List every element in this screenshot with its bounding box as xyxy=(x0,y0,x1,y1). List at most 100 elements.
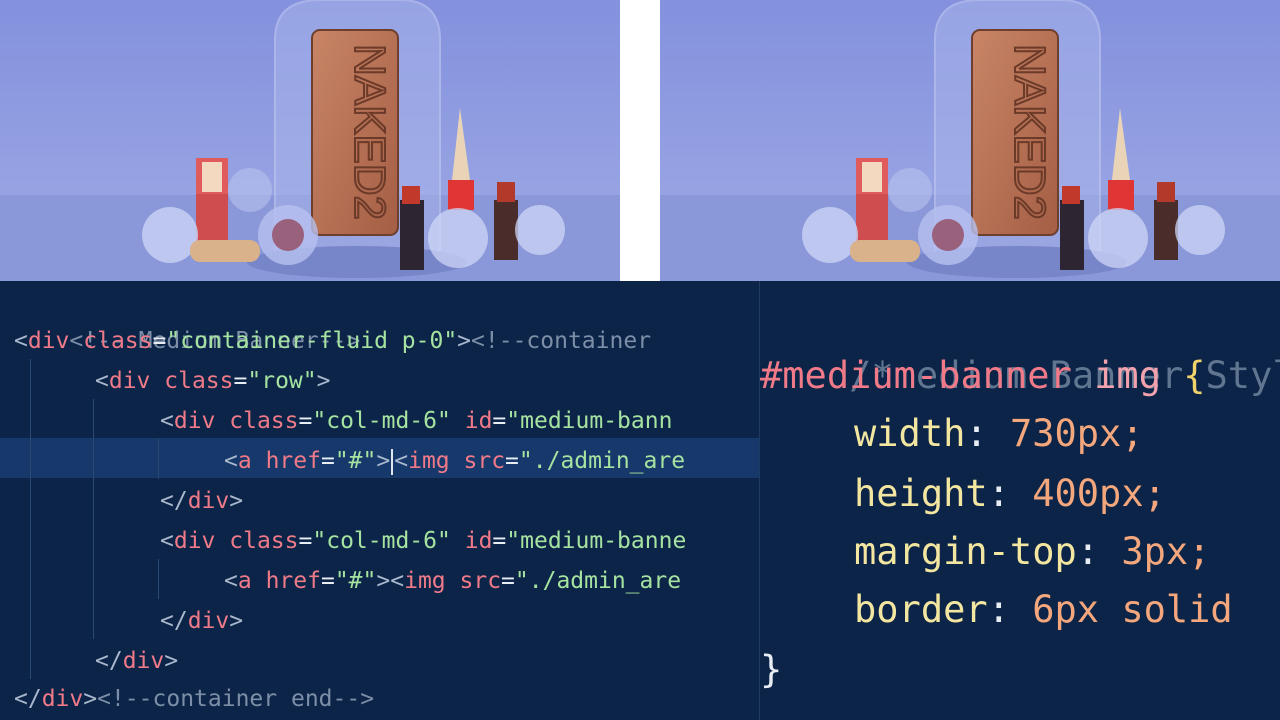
attr-eq: = xyxy=(152,328,167,354)
attr-name: class xyxy=(229,528,299,554)
css-declaration[interactable]: width: 730px; xyxy=(854,412,1144,455)
current-line-highlight xyxy=(0,438,760,478)
attr-name: class xyxy=(164,368,234,394)
css-comment-line[interactable]: /*medium Banner Stylin xyxy=(760,289,1280,397)
attr-name: id xyxy=(464,528,493,554)
indent-guide xyxy=(30,359,31,679)
tag-close: > xyxy=(316,368,331,394)
css-selector-id: #medium-banner xyxy=(760,354,1072,397)
code-line[interactable]: <div class="col-md-6" id="medium-banne xyxy=(160,521,686,561)
indent-guide xyxy=(93,399,94,639)
css-property: height xyxy=(854,472,988,515)
tag-close: > xyxy=(229,488,244,514)
attr-eq: = xyxy=(505,448,519,474)
css-value: 730px; xyxy=(1009,412,1144,455)
tag-open: < xyxy=(14,328,28,354)
tag-name: img xyxy=(408,448,450,474)
tag-open: </ xyxy=(160,488,188,514)
code-line[interactable]: </div><!--container end--> xyxy=(14,679,374,719)
attr-name: href xyxy=(265,448,321,474)
tag-close: > xyxy=(376,568,391,594)
attr-value: "container-fluid p-0" xyxy=(166,328,458,354)
banner-image-left: NAKED2 xyxy=(0,0,620,281)
tag-name: div xyxy=(173,528,216,554)
attr-name: href xyxy=(265,568,321,594)
medium-banner-right[interactable]: NAKED2 xyxy=(660,0,1280,281)
medium-banner-left[interactable]: NAKED2 xyxy=(0,0,620,281)
html-comment: <!-- Medium Banner--> xyxy=(69,328,361,354)
tag-name: div xyxy=(41,686,84,712)
tag-close: > xyxy=(457,328,472,354)
tag-name: div xyxy=(187,488,230,514)
attr-eq: = xyxy=(233,368,248,394)
attr-value: "row" xyxy=(247,368,317,394)
attr-value: "medium-bann xyxy=(506,408,673,434)
css-editor-pane[interactable]: /*medium Banner Stylin #medium-banner im… xyxy=(760,281,1280,720)
palette-label-right: NAKED2 xyxy=(1005,44,1054,220)
css-open-brace: { xyxy=(1183,354,1206,397)
attr-value: "#" xyxy=(334,568,377,594)
css-close-line[interactable]: } xyxy=(760,641,782,699)
tag-open: </ xyxy=(95,648,123,674)
code-line[interactable]: </div> xyxy=(160,601,243,641)
attr-eq: = xyxy=(320,448,335,474)
code-line[interactable]: <a href="#"><img src="./admin_are xyxy=(224,561,681,601)
tag-name: div xyxy=(187,608,230,634)
css-declaration[interactable]: margin-top: 3px; xyxy=(854,530,1211,573)
html-comment: <!--container xyxy=(471,328,652,354)
code-line[interactable]: </div> xyxy=(95,641,178,681)
css-value: 400px; xyxy=(1032,472,1166,515)
tag-open: < xyxy=(160,528,174,554)
tag-name: img xyxy=(404,568,446,594)
css-declaration[interactable]: border: 6px solid xyxy=(854,588,1233,631)
code-line[interactable]: <div class="row"> xyxy=(95,361,330,401)
tag-close: > xyxy=(376,448,391,474)
pane-divider xyxy=(759,281,760,720)
attr-name: src xyxy=(463,448,506,474)
tag-name: a xyxy=(237,448,252,474)
tag-name: div xyxy=(122,648,165,674)
css-selector-tag: img xyxy=(1094,354,1161,397)
code-line[interactable]: </div> xyxy=(160,481,243,521)
attr-eq: = xyxy=(298,408,313,434)
html-editor-pane[interactable]: <!-- Medium Banner--> <div class="contai… xyxy=(0,281,760,720)
attr-value: "col-md-6" xyxy=(312,408,451,434)
css-property: margin-top xyxy=(854,530,1077,573)
tag-close: > xyxy=(229,608,244,634)
attr-eq: = xyxy=(501,568,515,594)
tag-open: < xyxy=(394,448,409,474)
attr-name: id xyxy=(464,408,493,434)
tag-open: </ xyxy=(14,686,42,712)
tag-open: < xyxy=(390,568,405,594)
tag-open: < xyxy=(224,448,238,474)
tag-open: < xyxy=(224,568,238,594)
tag-open: </ xyxy=(160,608,188,634)
tag-close: > xyxy=(164,648,179,674)
tag-name: a xyxy=(237,568,252,594)
code-line-active[interactable]: <a href="#"><img src="./admin_are xyxy=(224,441,685,481)
attr-value: "./admin_are xyxy=(518,448,686,474)
attr-eq: = xyxy=(298,528,313,554)
code-line[interactable]: <div class="col-md-6" id="medium-bann xyxy=(160,401,672,441)
indent-guide xyxy=(158,559,159,599)
attr-eq: = xyxy=(320,568,335,594)
attr-name: src xyxy=(459,568,502,594)
code-line[interactable]: <!-- Medium Banner--> xyxy=(14,281,360,354)
html-comment: <!--container end--> xyxy=(97,686,375,712)
code-line[interactable]: <div class="container-fluid p-0"><!--con… xyxy=(14,321,651,361)
css-value: 3px; xyxy=(1121,530,1211,573)
attr-eq: = xyxy=(492,408,507,434)
indent-guide xyxy=(158,439,159,479)
tag-close: > xyxy=(83,686,98,712)
attr-name: class xyxy=(229,408,299,434)
css-property: width xyxy=(854,412,966,455)
css-value: 6px solid xyxy=(1032,588,1233,631)
css-selector-line[interactable]: #medium-banner img { xyxy=(760,347,1206,405)
tag-name: div xyxy=(173,408,216,434)
tag-open: < xyxy=(160,408,174,434)
banner-gap xyxy=(620,0,660,281)
palette-label-left: NAKED2 xyxy=(345,44,394,220)
tag-name: div xyxy=(27,328,70,354)
attr-value: "col-md-6" xyxy=(312,528,451,554)
css-declaration[interactable]: height: 400px; xyxy=(854,472,1166,515)
